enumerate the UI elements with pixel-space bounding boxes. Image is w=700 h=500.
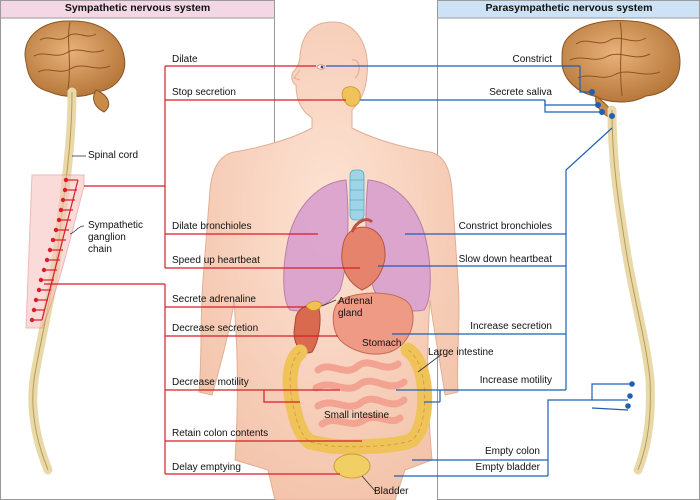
small-intestine [312, 359, 408, 428]
ganglion-chain-label-1: Sympathetic [88, 220, 144, 231]
effect-decrease-motility: Decrease motility [172, 377, 249, 388]
effect-empty-colon: Empty colon [484, 446, 540, 457]
effect-dilate-bronchioles: Dilate bronchioles [172, 221, 252, 232]
spinal-cord-label: Spinal cord [88, 150, 139, 161]
bladder-label: Bladder [374, 486, 409, 497]
effect-speed-up-heartbeat: Speed up heartbeat [172, 255, 260, 266]
parasympathetic-brain-spine [561, 20, 681, 475]
stomach-label: Stomach [362, 338, 402, 349]
sympathetic-header-bg [1, 1, 274, 18]
parasympathetic-header: Parasympathetic nervous system [485, 2, 653, 14]
parasympathetic-connectors [326, 65, 632, 477]
effect-secrete-adrenaline: Secrete adrenaline [172, 294, 256, 305]
heart [341, 226, 386, 291]
adrenal-gland [305, 300, 323, 311]
effect-retain-colon-contents: Retain colon contents [172, 428, 269, 439]
brain-left [24, 20, 126, 97]
effect-secrete-saliva: Secrete saliva [489, 87, 552, 98]
sympathetic-connectors [44, 65, 362, 475]
bladder [333, 453, 371, 479]
organ-pointers [321, 299, 443, 493]
adrenal-gland-label-1: Adrenal [338, 296, 373, 307]
adrenal-gland-label-2: gland [338, 308, 363, 319]
effect-dilate: Dilate [172, 54, 198, 65]
effect-increase-secretion: Increase secretion [470, 321, 552, 332]
parasympathetic-nodes [589, 89, 635, 409]
effect-increase-motility: Increase motility [479, 375, 552, 386]
effect-stop-secretion: Stop secretion [172, 87, 236, 98]
parasympathetic-header-bg [438, 1, 699, 18]
large-intestine-label: Large intestine [428, 347, 494, 358]
small-intestine-label: Small intestine [324, 410, 390, 421]
trachea [349, 169, 365, 221]
salivary-gland [341, 86, 361, 107]
ganglion-chain-label-3: chain [88, 244, 112, 255]
effect-constrict-bronchioles: Constrict bronchioles [458, 221, 552, 232]
effect-decrease-secretion: Decrease secretion [172, 323, 259, 334]
effect-empty-bladder: Empty bladder [475, 462, 540, 473]
effect-delay-emptying: Delay emptying [172, 462, 241, 473]
spinal-cord-right [607, 105, 655, 475]
effect-constrict: Constrict [512, 54, 552, 65]
sympathetic-brain-spine [24, 20, 126, 475]
effect-slow-down-heartbeat: Slow down heartbeat [458, 254, 552, 265]
organs [282, 86, 433, 479]
sympathetic-header: Sympathetic nervous system [64, 2, 211, 14]
stomach [332, 292, 414, 355]
ganglion-chain-label-2: ganglion [88, 232, 126, 243]
